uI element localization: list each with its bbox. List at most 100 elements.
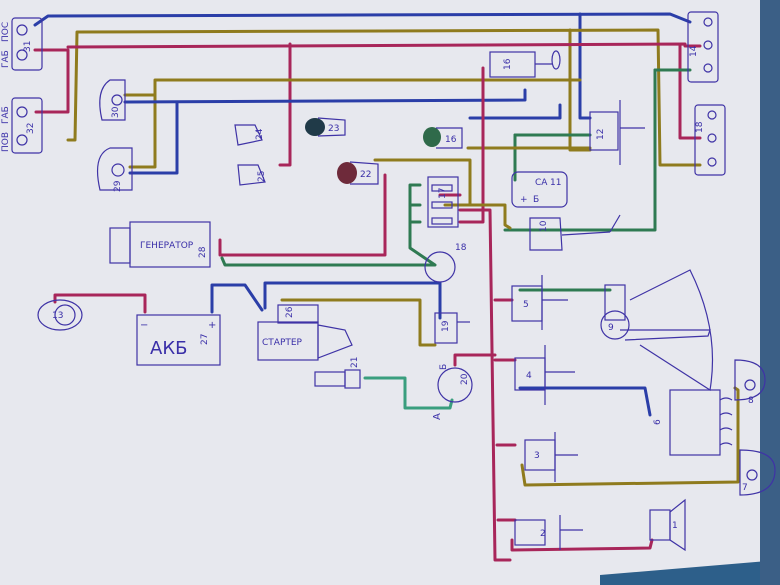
label-24: 24 xyxy=(255,128,265,140)
background-edge xyxy=(760,0,780,585)
toggle-switch-4[interactable]: 4 xyxy=(514,345,575,405)
wire-red-15 xyxy=(458,66,485,224)
headlamp-30[interactable]: 30 xyxy=(99,79,126,121)
label-7: 7 xyxy=(742,483,748,493)
wire-blue-29 xyxy=(128,100,179,175)
label-battery-minus: − xyxy=(140,320,148,331)
label-4: 4 xyxy=(526,371,532,381)
switch-16[interactable]: 16 xyxy=(489,50,561,78)
indicator-lamp-22[interactable]: 22 xyxy=(337,161,379,185)
wire-yellow-lamps xyxy=(520,386,740,487)
label-16-switch: 16 xyxy=(503,58,513,70)
wire-yellow-29 xyxy=(128,93,157,169)
label-20-b: Б xyxy=(439,364,449,370)
wire-yellow-30 xyxy=(123,78,582,97)
gauge-20[interactable]: 20 Б А xyxy=(432,364,473,420)
wire-red-horn xyxy=(510,538,654,552)
wire-red-left xyxy=(33,48,70,114)
label-1: 1 xyxy=(672,521,678,531)
label-28: 28 xyxy=(198,246,208,258)
wire-yellow-starter xyxy=(280,298,437,347)
wire-green-right xyxy=(503,68,657,232)
heater-6[interactable]: 6 xyxy=(653,389,733,456)
wire-yellow-10 xyxy=(458,203,512,230)
label-12: 12 xyxy=(596,129,606,140)
label-31: 31 xyxy=(23,41,33,52)
switch-12[interactable]: 12 xyxy=(589,100,645,165)
label-8: 8 xyxy=(748,396,754,406)
wire-blue-to-12 xyxy=(578,12,592,120)
lamp-8[interactable]: 8 xyxy=(734,359,766,406)
toggle-switch-2[interactable]: 2 xyxy=(514,515,583,550)
label-25: 25 xyxy=(257,171,267,182)
label-2: 2 xyxy=(540,529,546,539)
label-20: 20 xyxy=(460,373,470,385)
label-17: 17 xyxy=(438,188,448,199)
label-11: 11 xyxy=(550,178,561,188)
generator-28[interactable]: ГЕНЕРАТОР 28 xyxy=(109,221,211,268)
label-26: 26 xyxy=(285,306,295,318)
ammeter-18[interactable]: 18 xyxy=(424,243,467,283)
wire-red-18 xyxy=(678,44,702,140)
label-11-b: Б xyxy=(533,195,539,205)
label-battery-plus: + xyxy=(208,320,216,331)
toggle-switch-3[interactable]: 3 xyxy=(524,432,578,482)
wires xyxy=(33,12,740,562)
wire-blue-heater xyxy=(518,386,652,417)
label-32-b: ПОВ xyxy=(1,132,11,152)
label-3: 3 xyxy=(534,451,540,461)
indicator-lamp-16[interactable]: 16 xyxy=(423,127,463,149)
label-31-b: ГАБ xyxy=(1,50,11,68)
starter-26[interactable]: СТАРТЕР 26 xyxy=(257,304,353,361)
label-10: 10 xyxy=(539,220,549,232)
wire-red-generator xyxy=(218,173,387,257)
relay-11[interactable]: СА 11 Б + xyxy=(511,171,568,208)
label-11-ca: СА xyxy=(535,178,548,188)
wire-green-generator xyxy=(220,183,437,267)
label-generator: ГЕНЕРАТОР xyxy=(140,241,194,251)
label-20-a: А xyxy=(432,413,443,420)
ignition-switch-13[interactable]: 13 xyxy=(37,299,83,331)
label-9: 9 xyxy=(608,323,614,333)
label-27: 27 xyxy=(200,334,210,345)
switch-32[interactable]: 32 ГАБ ПОВ xyxy=(1,97,43,154)
lamp-7[interactable]: 7 xyxy=(739,449,776,496)
wire-blue-30 xyxy=(123,88,527,104)
switch-19[interactable]: 19 xyxy=(434,312,470,344)
wire-yellow-12 xyxy=(568,28,592,152)
label-ammeter: 18 xyxy=(455,243,467,253)
connector-18[interactable]: 18 xyxy=(694,104,726,176)
label-6: 6 xyxy=(653,419,663,425)
wire-red-ground xyxy=(53,293,147,314)
regulator-10[interactable]: 10 xyxy=(529,214,621,251)
lamp-25[interactable]: 25 xyxy=(237,164,267,186)
label-18: 18 xyxy=(695,121,705,133)
label-battery: АКБ xyxy=(150,338,187,359)
wire-blue-battery-plus xyxy=(210,283,264,314)
horn-1[interactable]: 1 xyxy=(649,498,686,552)
switch-31[interactable]: 31 ПОС ГАБ xyxy=(1,17,43,71)
headlamp-29[interactable]: 29 xyxy=(97,147,133,192)
label-32-a: ГАБ xyxy=(1,106,11,124)
background-fabric xyxy=(600,560,780,585)
sensor-21[interactable]: 21 xyxy=(314,357,361,389)
wire-red-top xyxy=(66,42,702,49)
label-23: 23 xyxy=(328,124,339,134)
lamp-24[interactable]: 24 xyxy=(234,124,265,146)
wire-teal-sensor xyxy=(363,376,454,410)
label-21: 21 xyxy=(350,357,360,368)
wiper-motor-9[interactable]: 9 xyxy=(600,269,714,391)
label-11-plus: + xyxy=(520,195,528,205)
wire-blue-starter xyxy=(263,281,442,310)
label-starter: СТАРТЕР xyxy=(262,338,303,348)
label-13: 13 xyxy=(52,311,63,321)
connector-14[interactable]: 14 xyxy=(687,11,719,83)
label-19: 19 xyxy=(441,320,451,332)
battery-27[interactable]: АКБ 27 − + xyxy=(136,314,221,366)
fuse-block-17[interactable]: 17 xyxy=(427,176,459,228)
indicator-lamp-23[interactable]: 23 xyxy=(305,117,346,137)
toggle-switch-5[interactable]: 5 xyxy=(511,275,568,330)
